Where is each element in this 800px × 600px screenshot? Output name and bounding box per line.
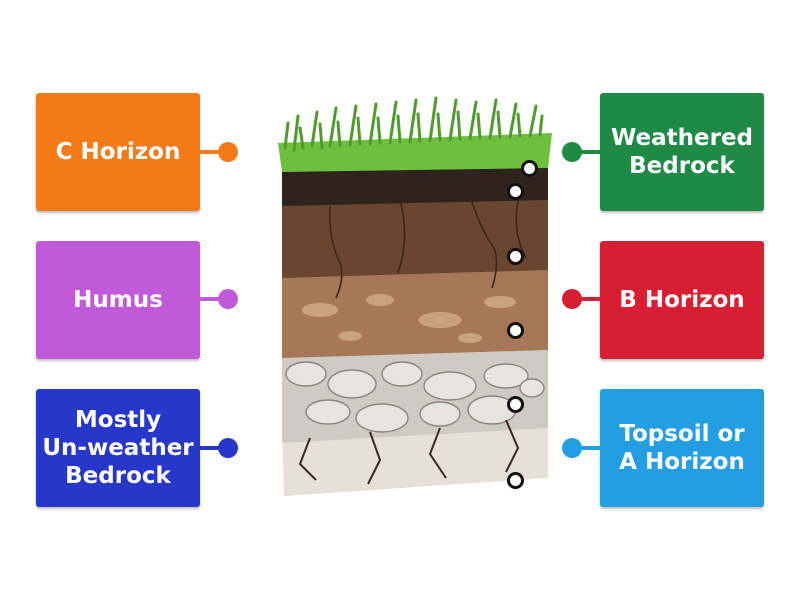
label-mostly-unweather-bedrock[interactable]: Mostly Un-weather Bedrock — [36, 389, 200, 507]
grass-base — [278, 133, 552, 172]
pebbles — [302, 294, 516, 343]
label-humus[interactable]: Humus — [36, 241, 200, 359]
connector-mostly-unweather-bedrock — [200, 446, 224, 450]
label-weathered-bedrock[interactable]: Weathered Bedrock — [600, 93, 764, 211]
label-c-horizon[interactable]: C Horizon — [36, 93, 200, 211]
drop-pin-3[interactable] — [507, 248, 524, 265]
handle-mostly-unweather-bedrock[interactable] — [218, 438, 238, 458]
drop-pin-2[interactable] — [507, 183, 524, 200]
drop-pin-6[interactable] — [507, 472, 524, 489]
handle-humus[interactable] — [218, 289, 238, 309]
connector-b-horizon — [576, 297, 600, 301]
connector-weathered-bedrock — [576, 150, 600, 154]
handle-weathered-bedrock[interactable] — [562, 142, 582, 162]
bedrock-cracks — [298, 419, 520, 485]
humus-layer — [282, 162, 548, 206]
handle-b-horizon[interactable] — [562, 289, 582, 309]
connector-c-horizon — [200, 150, 224, 154]
connector-humus — [200, 297, 224, 301]
label-b-horizon[interactable]: B Horizon — [600, 241, 764, 359]
label-topsoil-a-horizon[interactable]: Topsoil or A Horizon — [600, 389, 764, 507]
grass-blades — [283, 96, 544, 152]
handle-topsoil-a-horizon[interactable] — [562, 438, 582, 458]
drop-pin-4[interactable] — [507, 322, 524, 339]
connector-topsoil-a-horizon — [576, 446, 600, 450]
handle-c-horizon[interactable] — [218, 142, 238, 162]
topsoil-layer — [282, 192, 548, 278]
drop-pin-5[interactable] — [507, 396, 524, 413]
drop-pin-1[interactable] — [521, 160, 538, 177]
soil-profile-image — [278, 96, 552, 496]
rocks — [285, 361, 545, 433]
